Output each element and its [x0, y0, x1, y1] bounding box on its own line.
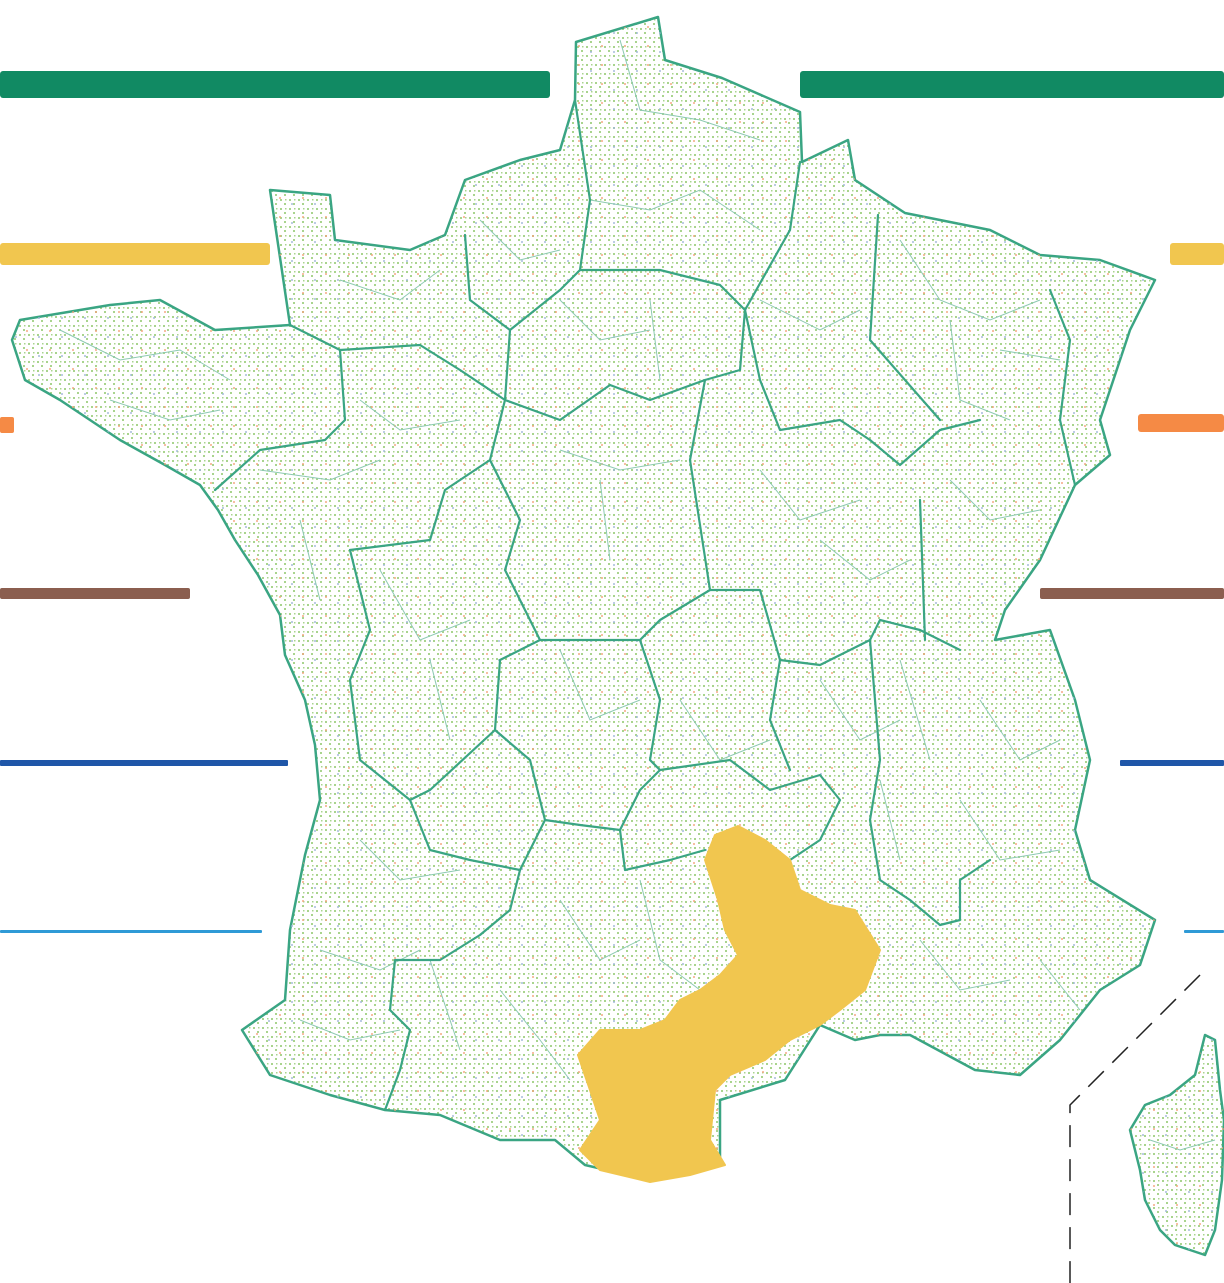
region-borders [213, 98, 1077, 1112]
band-brown-left [0, 588, 190, 599]
band-blue-right [1120, 760, 1224, 766]
corsica-department-border [1149, 1139, 1216, 1151]
department-border [429, 959, 461, 1051]
region-border [493, 728, 662, 832]
decorative-bands [0, 71, 1224, 933]
department-border [429, 659, 451, 741]
department-border [759, 469, 861, 521]
region-border [338, 343, 507, 552]
department-border [589, 189, 761, 231]
department-border [59, 329, 231, 381]
band-light-blue-left [0, 930, 262, 933]
department-border [819, 679, 901, 741]
band-brown-right [1040, 588, 1224, 599]
band-orange-right [1138, 414, 1224, 432]
department-border [339, 269, 441, 301]
occitanie-highlight [577, 825, 881, 1183]
band-orange-left [0, 417, 14, 433]
france-mainland-map [10, 15, 1157, 1183]
region-border [1048, 288, 1077, 487]
department-border [319, 949, 421, 971]
region-border [213, 323, 347, 492]
department-border [959, 799, 1061, 861]
inset-frame [1069, 974, 1201, 1283]
department-border [559, 299, 651, 341]
department-border [359, 399, 461, 431]
department-border [559, 899, 641, 961]
region-border [488, 458, 542, 732]
region-border [383, 868, 522, 1112]
department-border [299, 1019, 401, 1041]
region-border [463, 233, 512, 332]
region-border [618, 828, 707, 872]
region-border [608, 160, 802, 402]
department-border [479, 219, 561, 261]
department-border [999, 349, 1061, 361]
department-borders [59, 39, 1081, 1081]
department-border [259, 459, 381, 481]
department-border [619, 39, 761, 141]
band-yellow-left [0, 243, 270, 265]
band-light-blue-right [1184, 930, 1224, 933]
department-border [639, 879, 701, 991]
region-border [538, 378, 712, 642]
department-border [899, 239, 1041, 321]
department-border [759, 299, 861, 331]
department-border [949, 319, 1011, 421]
region-border [638, 638, 842, 862]
department-border [299, 519, 321, 601]
department-border [899, 659, 931, 761]
department-border [599, 479, 611, 561]
band-yellow-right [1170, 243, 1224, 265]
department-border [919, 939, 1011, 991]
department-border [879, 779, 901, 861]
band-blue-left [0, 760, 288, 766]
region-border [868, 638, 992, 927]
department-border [109, 399, 221, 421]
region-border [578, 268, 747, 312]
department-border [559, 649, 641, 721]
region-border [743, 308, 982, 467]
department-border [499, 989, 571, 1081]
department-border [949, 479, 1041, 521]
department-border [379, 569, 471, 641]
corsica-inset [1069, 974, 1224, 1283]
band-green-left [0, 71, 550, 98]
department-border [559, 449, 681, 471]
region-border [918, 498, 927, 642]
department-border [1039, 959, 1081, 1011]
department-border [979, 699, 1061, 761]
region-border [708, 588, 962, 667]
region-border [868, 213, 942, 422]
france-land-texture [12, 17, 1155, 1180]
department-border [679, 699, 771, 761]
department-border [649, 299, 661, 381]
band-green-right [800, 71, 1224, 98]
region-border [348, 548, 497, 802]
department-border [819, 539, 911, 581]
corsica-land-texture [1130, 1035, 1224, 1255]
department-border [359, 839, 461, 881]
region-border [768, 658, 792, 772]
region-border [503, 383, 612, 422]
region-border [503, 98, 592, 402]
region-border [408, 798, 547, 872]
